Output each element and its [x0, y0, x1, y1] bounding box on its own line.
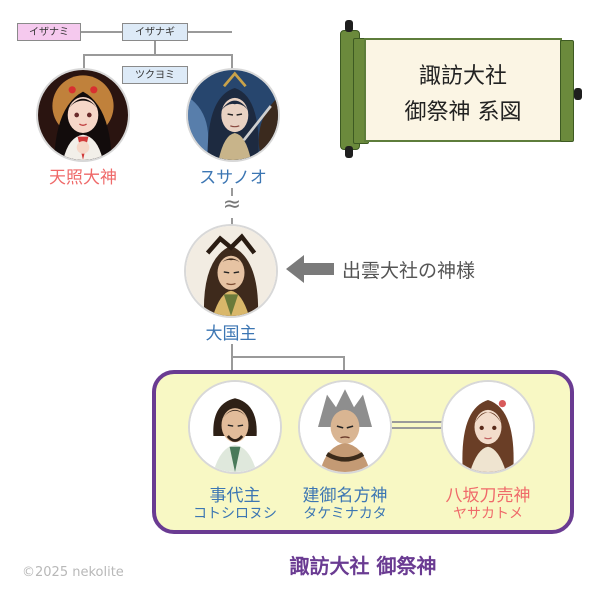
kotoshiro-drop-line — [231, 356, 233, 382]
izanagi-label: イザナギ — [122, 23, 188, 41]
amaterasu-portrait — [36, 68, 130, 162]
amaterasu-name: 天照大神 — [49, 168, 117, 188]
arrow-left-icon — [286, 255, 334, 283]
takeminakata-name: 建御名方神 — [302, 486, 388, 506]
yasakatome-illustration — [443, 382, 533, 472]
kotoshiro-name: 事代主 — [209, 486, 261, 506]
susanoo-portrait — [186, 68, 280, 162]
yasakatome-kana: ヤサカトメ — [453, 506, 523, 522]
takeminakata-kana: タケミナカタ — [303, 506, 387, 522]
okuninushi-portrait — [184, 224, 278, 318]
children-bar-line — [83, 54, 233, 56]
yasakatome-portrait — [441, 380, 535, 474]
title-line-1: 諏訪大社 — [418, 64, 507, 89]
tsukuyomi-label: ツクヨミ — [122, 66, 188, 84]
kotoshiro-kana: コトシロヌシ — [193, 506, 277, 522]
gap-to-okuninushi-line — [231, 218, 233, 228]
takeminakata-portrait — [298, 380, 392, 474]
susanoo-illustration — [188, 70, 278, 160]
scroll-roll-right — [560, 40, 574, 142]
takeminakata-drop-line — [343, 356, 345, 382]
marriage-line-upper — [392, 421, 442, 423]
group-caption: 諏訪大社 御祭神 — [289, 554, 437, 578]
marriage-line-top — [81, 31, 122, 33]
izanagi-descent-line — [154, 41, 156, 55]
takeminakata-illustration — [300, 382, 390, 472]
izanami-label: イザナミ — [17, 23, 81, 41]
kotoshiro-illustration — [190, 382, 280, 472]
kotoshiro-portrait — [188, 380, 282, 474]
okuninushi-descent-line — [231, 344, 233, 358]
susanoo-drop-line — [231, 54, 233, 70]
yasakatome-name: 八坂刀売神 — [445, 486, 531, 506]
okuninushi-name: 大国主 — [205, 324, 257, 344]
amaterasu-illustration — [38, 70, 128, 160]
izumo-note: 出雲大社の神様 — [342, 260, 476, 282]
marriage-line-lower — [392, 427, 442, 429]
susanoo-name: スサノオ — [199, 168, 267, 188]
scroll-knob-bottom-left — [345, 146, 353, 158]
copyright-text: ©2025 nekolite — [22, 565, 124, 580]
amaterasu-drop-line — [83, 54, 85, 70]
susanoo-to-gap-line — [231, 188, 233, 196]
scroll-knob-top-left — [345, 20, 353, 32]
generation-gap-symbol: ≈ — [222, 192, 242, 217]
izanagi-stub-line — [188, 31, 232, 33]
title-line-2: 御祭神 系図 — [404, 100, 522, 125]
sons-bar-line — [233, 356, 345, 358]
title-scroll: 諏訪大社 御祭神 系図 — [364, 38, 562, 142]
okuninushi-illustration — [186, 226, 276, 316]
scroll-knob-right — [574, 88, 582, 100]
